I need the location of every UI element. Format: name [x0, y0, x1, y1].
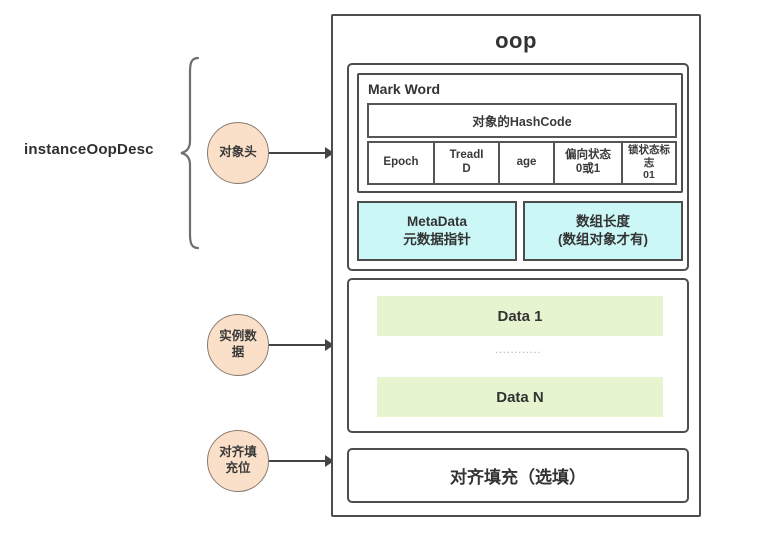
circle-object-header[interactable]: 对象头 [207, 122, 269, 184]
oop-title: oop [495, 28, 537, 53]
arrow-line-object-header [269, 152, 327, 154]
instance-data-group: Data 1 ............ Data N [347, 278, 689, 433]
mark-word-box: Mark Word 对象的HashCode Epoch TreadI D age… [357, 73, 683, 193]
object-header-group: Mark Word 对象的HashCode Epoch TreadI D age… [347, 63, 689, 271]
mark-word-label: Mark Word [368, 81, 441, 97]
data-bar-1: Data 1 [377, 296, 663, 336]
metadata-pointer-cell: MetaData 元数据指针 [357, 201, 517, 261]
data-bar-n: Data N [377, 377, 663, 417]
mark-word-flag-row: Epoch TreadI D age 偏向状态 0或1 锁状态标 志 01 [367, 141, 677, 185]
flag-cell-bias-state: 偏向状态 0或1 [555, 143, 623, 183]
alignment-padding-box: 对齐填充（选填） [347, 448, 689, 503]
arrow-head-alignment-padding [325, 455, 334, 467]
curly-brace-icon [178, 56, 204, 250]
metadata-pointer-line1: MetaData [406, 213, 468, 229]
metadata-pointer-line2: 元数据指针 [403, 232, 471, 247]
array-length-cell: 数组长度 (数组对象才有) [523, 201, 683, 261]
hashcode-row: 对象的HashCode [367, 103, 677, 138]
arrow-line-instance-data [269, 344, 327, 346]
array-length-line2: (数组对象才有) [558, 232, 648, 247]
flag-cell-epoch: Epoch [369, 143, 435, 183]
metadata-row: MetaData 元数据指针 数组长度 (数组对象才有) [357, 201, 683, 261]
side-label-instanceoopdesc: instanceOopDesc [24, 141, 154, 158]
arrow-line-alignment-padding [269, 460, 327, 462]
data-ellipsis: ............ [494, 342, 541, 356]
arrow-head-object-header [325, 147, 334, 159]
flag-cell-age: age [500, 143, 555, 183]
circle-instance-data[interactable]: 实例数 据 [207, 314, 269, 376]
flag-cell-lock-state-flag: 锁状态标 志 01 [628, 144, 670, 182]
array-length-line1: 数组长度 [576, 213, 630, 229]
flag-cell-thread-id: TreadI D [435, 143, 500, 183]
arrow-head-instance-data [325, 339, 334, 351]
oop-container: oop Mark Word 对象的HashCode Epoch TreadI D… [331, 14, 701, 517]
circle-alignment-padding[interactable]: 对齐填 充位 [207, 430, 269, 492]
